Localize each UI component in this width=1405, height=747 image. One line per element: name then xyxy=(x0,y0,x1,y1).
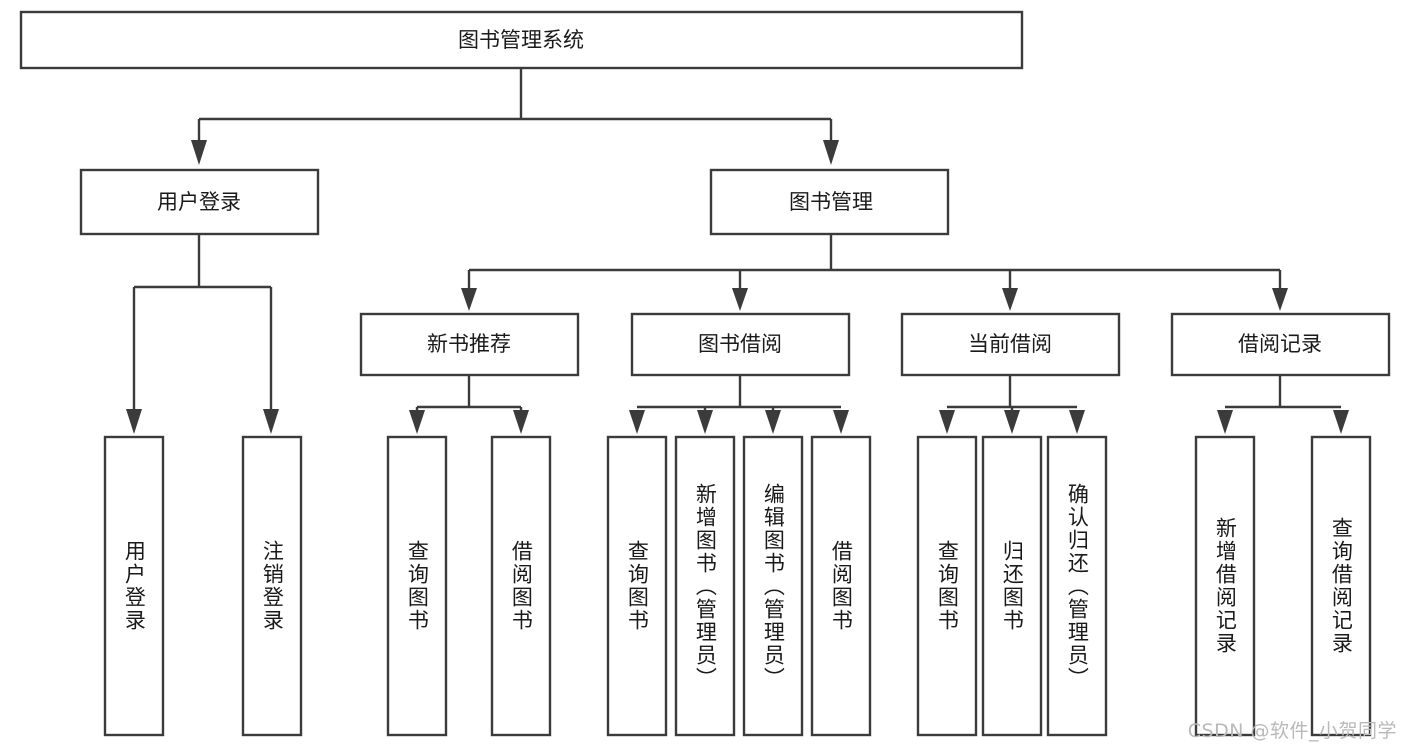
leaf-box-user-login[interactable] xyxy=(103,435,165,737)
label-new-book-recommend: 新书推荐 xyxy=(427,332,511,356)
arrowhead-leaf-user-login xyxy=(126,409,142,434)
arrowhead-leaf-logout xyxy=(263,409,279,434)
connector-group-record xyxy=(1217,375,1349,434)
arrowhead-bw-leaf1 xyxy=(629,410,645,434)
leaf-box-nb-query-book[interactable] xyxy=(386,435,448,737)
label-current-borrow: 当前借阅 xyxy=(968,332,1052,356)
watermark-text: CSDN @软件_小贺同学 xyxy=(1187,720,1397,742)
leaf-box-cur-query-book[interactable] xyxy=(916,435,978,737)
arrowhead-nb-leaf1 xyxy=(409,410,425,434)
node-box-root[interactable] xyxy=(19,10,1024,70)
leaf-box-bw-query-book[interactable] xyxy=(606,435,668,737)
node-box-book-borrow[interactable] xyxy=(630,312,851,377)
leaf-box-cur-return-book[interactable] xyxy=(981,435,1043,737)
leaf-box-bw-borrow-book[interactable] xyxy=(810,435,872,737)
arrowhead-cur-leaf1 xyxy=(939,410,955,434)
arrowhead-bw-leaf3 xyxy=(765,410,781,434)
arrowhead-bw-leaf4 xyxy=(833,410,849,434)
arrowhead-nb-leaf2 xyxy=(513,410,529,434)
node-box-book-management[interactable] xyxy=(709,168,950,236)
leaf-box-rec-query-record[interactable] xyxy=(1310,435,1372,737)
connector-group-user-login xyxy=(126,234,279,434)
connector-group-new-book xyxy=(409,375,529,434)
arrowhead-new-book xyxy=(461,288,477,311)
label-user-login: 用户登录 xyxy=(157,190,241,214)
leaf-box-bw-edit-book[interactable] xyxy=(742,435,804,737)
node-box-borrow-record[interactable] xyxy=(1170,312,1391,377)
connector-group-borrow xyxy=(629,375,849,434)
arrowhead-record xyxy=(1272,288,1288,311)
label-borrow-record: 借阅记录 xyxy=(1238,332,1322,356)
label-book-borrow: 图书借阅 xyxy=(698,332,782,356)
leaf-box-nb-borrow-book[interactable] xyxy=(490,435,552,737)
connector-group-book-mgmt xyxy=(461,234,1288,311)
label-book-management: 图书管理 xyxy=(789,190,873,214)
leaf-box-logout[interactable] xyxy=(241,435,303,737)
arrowhead-cur-leaf2 xyxy=(1004,410,1020,434)
arrowhead-borrow xyxy=(732,288,748,311)
label-root: 图书管理系统 xyxy=(458,28,584,52)
arrowhead-rec-leaf1 xyxy=(1217,410,1233,434)
node-box-new-book-recommend[interactable] xyxy=(359,312,580,377)
leaf-box-rec-add-record[interactable] xyxy=(1194,435,1256,737)
arrowhead-user-login xyxy=(191,140,207,165)
connector-group-root xyxy=(191,68,839,165)
leaf-box-bw-add-book[interactable] xyxy=(674,435,736,737)
leaf-box-cur-confirm-return[interactable] xyxy=(1046,435,1108,737)
connector-group-current xyxy=(939,375,1085,434)
arrowhead-cur-leaf3 xyxy=(1069,410,1085,434)
arrowhead-bw-leaf2 xyxy=(697,410,713,434)
arrowhead-book-mgmt xyxy=(823,140,839,165)
arrowhead-current xyxy=(1002,288,1018,311)
arrowhead-rec-leaf2 xyxy=(1333,410,1349,434)
node-box-current-borrow[interactable] xyxy=(900,312,1121,377)
node-box-user-login[interactable] xyxy=(79,168,320,236)
